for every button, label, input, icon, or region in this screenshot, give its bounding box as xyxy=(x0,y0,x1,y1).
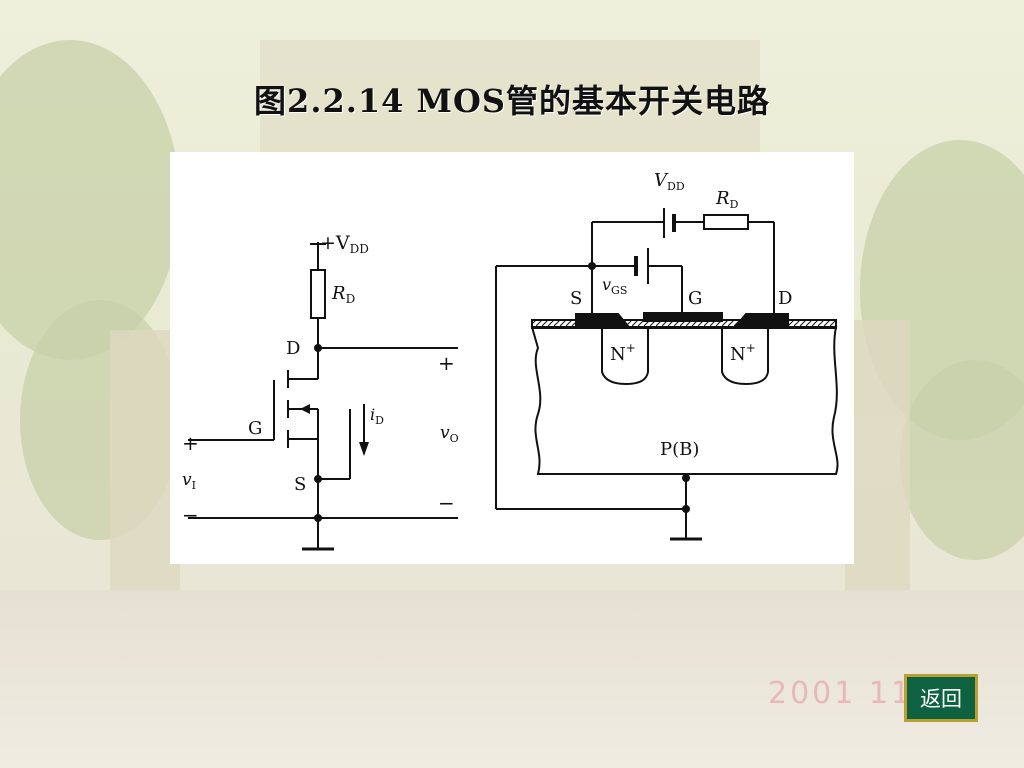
left-id-arrow-head xyxy=(359,442,369,456)
right-n-plus-left: N+ xyxy=(610,341,636,365)
left-id-label: iD xyxy=(370,405,384,427)
right-vdd-label: VDD xyxy=(654,170,685,193)
right-n-plus-right: N+ xyxy=(730,341,756,365)
right-ground-node xyxy=(682,505,690,513)
left-vi-minus: − xyxy=(182,503,199,527)
right-gate-label: G xyxy=(688,288,702,309)
right-substrate-node xyxy=(682,474,690,482)
right-mosfet-structure xyxy=(495,208,839,541)
right-vgs-label: vGS xyxy=(602,275,627,297)
left-body-arrow xyxy=(300,404,310,414)
right-source-contact xyxy=(575,313,631,327)
mos-switch-circuit: +VDD RD D G S iD + vI − + vO − VDD RD vG… xyxy=(182,170,839,551)
right-n-well-right xyxy=(721,328,769,386)
back-button[interactable]: 返回 xyxy=(904,674,978,722)
left-vi-label: vI xyxy=(182,470,196,492)
left-switch-circuit xyxy=(188,242,458,551)
left-source-label: S xyxy=(294,474,306,495)
right-rd-label: RD xyxy=(715,188,739,211)
left-source-node xyxy=(314,475,322,483)
circuit-diagram-panel: +VDD RD D G S iD + vI − + vO − VDD RD vG… xyxy=(170,152,854,564)
right-substrate-label: P(B) xyxy=(660,439,699,460)
right-source-label: S xyxy=(570,288,582,309)
left-vdd-label: +VDD xyxy=(320,232,369,256)
left-rd-resistor xyxy=(310,269,326,319)
left-gate-label: G xyxy=(248,418,262,439)
left-vo-plus: + xyxy=(438,351,455,375)
right-n-well-left xyxy=(601,328,649,386)
right-drain-label: D xyxy=(778,288,792,309)
left-rd-label: RD xyxy=(331,283,355,306)
left-ground-node xyxy=(314,514,322,522)
left-drain-label: D xyxy=(286,338,300,359)
right-gate-contact xyxy=(643,312,723,322)
left-drain-node xyxy=(314,344,322,352)
right-source-node xyxy=(588,262,596,270)
left-vo-label: vO xyxy=(440,423,459,445)
left-vo-minus: − xyxy=(438,491,455,515)
right-drain-contact xyxy=(733,313,789,327)
right-rd-resistor xyxy=(703,214,749,230)
left-vi-plus: + xyxy=(182,431,199,455)
slide-date: 2001 11 xyxy=(768,676,914,711)
right-substrate-body xyxy=(530,326,839,475)
slide-title: 图2.2.14 MOS管的基本开关电路 xyxy=(254,82,770,120)
